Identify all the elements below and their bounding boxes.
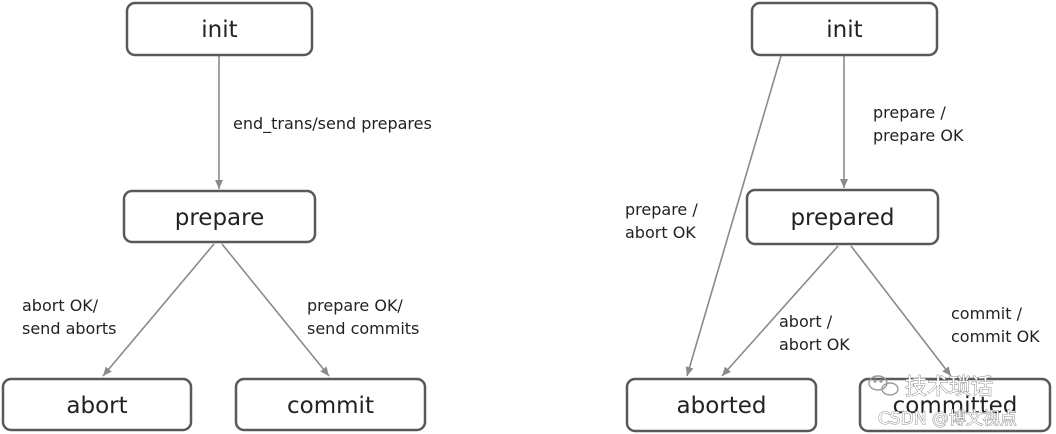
node-label: init — [201, 17, 237, 43]
edge-prepared-to-committed — [850, 245, 952, 377]
edge-init-to-aborted — [685, 55, 782, 377]
edge-label-prepared-to-committed-line2: commit OK — [951, 327, 1040, 346]
left-diagram: end_trans/send prepares abort OK/ send a… — [1, 1, 432, 432]
node-label: prepare — [175, 205, 265, 231]
edge-prepare-to-commit — [221, 243, 330, 377]
edge-label-init-to-prepared-line1: prepare / — [873, 103, 946, 122]
node-prepared: prepared — [745, 188, 940, 246]
edge-prepared-to-aborted — [721, 245, 839, 377]
node-prepare: prepare — [122, 189, 317, 244]
watermark-account: 技术琐话 — [905, 375, 993, 400]
node-label: prepared — [790, 205, 894, 231]
edge-label-prepared-to-aborted-line2: abort OK — [779, 335, 850, 354]
edge-label-prepare-to-abort-line1: abort OK/ — [22, 296, 99, 315]
node-commit: commit — [234, 377, 427, 432]
edge-label-prepared-to-committed-line1: commit / — [951, 304, 1023, 323]
edge-label-prepare-to-commit-line1: prepare OK/ — [307, 296, 403, 315]
edge-prepare-to-abort — [102, 243, 215, 377]
edge-label-init-to-aborted-line2: abort OK — [625, 223, 696, 242]
edge-label-prepare-to-commit-line2: send commits — [307, 319, 419, 338]
node-label: commit — [287, 393, 374, 419]
node-committed: committed — [858, 377, 1052, 433]
edge-label-prepare-to-abort-line2: send aborts — [22, 319, 117, 338]
node-init-left: init — [125, 1, 314, 57]
watermark: 技术琐话 CSDN @博文视点 — [868, 375, 1017, 429]
node-label: abort — [66, 393, 127, 419]
node-init-right: init — [750, 1, 939, 57]
edge-label-init-to-prepare: end_trans/send prepares — [233, 114, 432, 134]
edge-label-init-to-aborted-line1: prepare / — [625, 200, 698, 219]
edge-label-prepared-to-aborted-line1: abort / — [779, 312, 833, 331]
watermark-source: CSDN @博文视点 — [878, 409, 1017, 429]
node-aborted: aborted — [625, 377, 818, 433]
node-abort: abort — [1, 377, 193, 432]
node-label: aborted — [677, 393, 767, 419]
wechat-icon — [868, 375, 899, 396]
right-diagram: prepare / prepare OK prepare / abort OK … — [625, 1, 1052, 433]
node-label: init — [826, 17, 862, 43]
edge-label-init-to-prepared-line2: prepare OK — [873, 126, 964, 145]
node-label: committed — [893, 393, 1018, 419]
